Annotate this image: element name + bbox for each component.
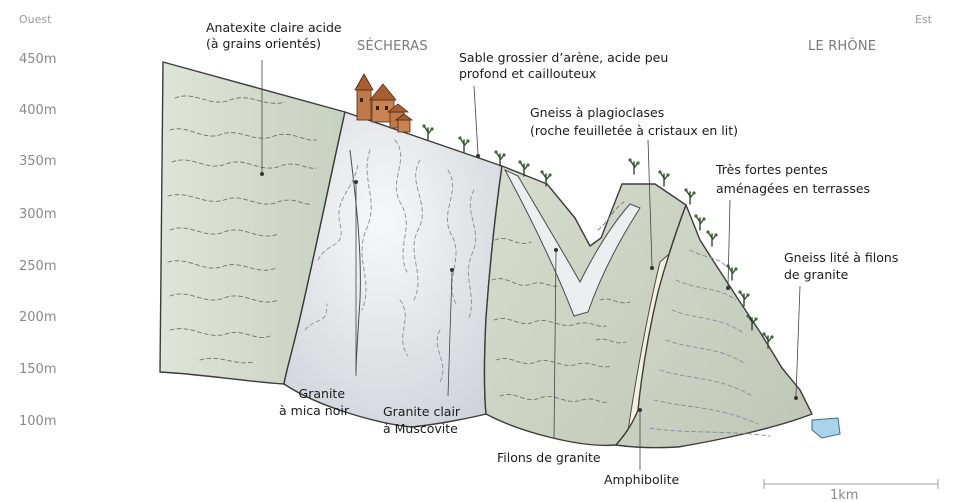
label-granite-mica-line1: Granite (299, 386, 346, 401)
village-name: SÉCHERAS (357, 38, 428, 54)
label-sable-line1: Sable grossier d’arène, acide peu (459, 50, 668, 65)
altitude-tick: 300m (19, 207, 56, 222)
river-water (812, 418, 840, 438)
scale-bar: 1km (764, 479, 938, 502)
label-sable: Sable grossier d’arène, acide peu profon… (459, 50, 672, 81)
label-sable-line2: profond et caillouteux (459, 66, 596, 81)
label-pentes-line1: Très fortes pentes (715, 162, 828, 177)
label-pentes: Très fortes pentes aménagées en terrasse… (715, 162, 870, 196)
altitude-tick: 100m (19, 414, 56, 429)
label-granite-clair-line1: Granite clair (383, 404, 461, 419)
label-filons: Filons de granite (497, 450, 601, 465)
label-gneiss-plagioclases-line2: (roche feuilletée à cristaux en lit) (530, 123, 738, 138)
label-gneiss-lite-line2: de granite (784, 267, 849, 282)
label-granite-clair-line2: à Muscovite (383, 421, 458, 436)
altitude-tick: 400m (19, 103, 56, 118)
label-gneiss-plagioclases: Gneiss à plagioclases (roche feuilletée … (530, 105, 738, 138)
east-label: Est (915, 13, 933, 26)
label-anatexite: Anatexite claire acide (à grains orienté… (206, 20, 346, 51)
altitude-tick: 150m (19, 362, 56, 377)
label-gneiss-lite-line1: Gneiss lité à filons (784, 250, 898, 265)
label-anatexite-line2: (à grains orientés) (206, 36, 321, 51)
altitude-scale: 450m 400m 350m 300m 250m 200m 150m 100m (19, 52, 56, 429)
label-pentes-line2: aménagées en terrasses (716, 181, 870, 196)
label-amphibolite: Amphibolite (604, 472, 679, 487)
scale-bar-label: 1km (830, 488, 858, 502)
altitude-tick: 450m (19, 52, 56, 67)
label-gneiss-lite: Gneiss lité à filons de granite (784, 250, 902, 282)
altitude-tick: 200m (19, 310, 56, 325)
west-label: Ouest (19, 13, 52, 26)
label-granite-mica-line2: à mica noir (279, 403, 350, 418)
altitude-tick: 350m (19, 154, 56, 169)
altitude-tick: 250m (19, 259, 56, 274)
label-gneiss-plagioclases-line1: Gneiss à plagioclases (530, 105, 664, 120)
label-anatexite-line1: Anatexite claire acide (206, 20, 342, 35)
river-name: LE RHÔNE (808, 38, 876, 54)
